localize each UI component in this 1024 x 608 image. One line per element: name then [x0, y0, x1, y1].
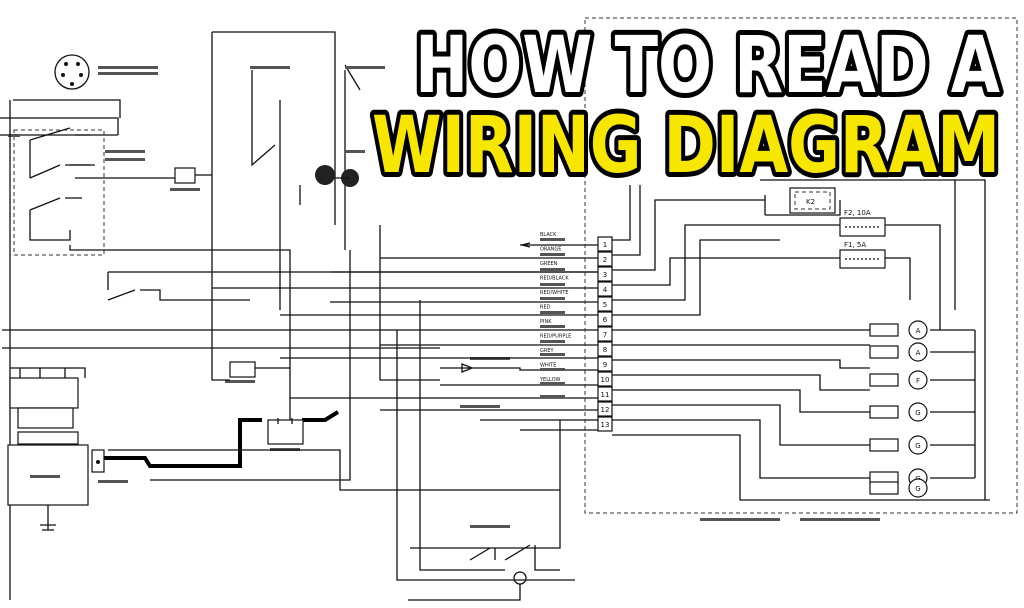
- terminal-number: 7: [603, 331, 607, 339]
- indicator-lamp: [908, 342, 928, 362]
- terminal-number: 13: [601, 421, 610, 429]
- engine-block: [7, 367, 128, 531]
- indicator-lamp: [908, 478, 928, 498]
- ignition-switch: [54, 54, 158, 90]
- lamps: [299, 150, 365, 205]
- indicator-letter: A: [916, 327, 921, 335]
- terminal-number: 12: [601, 406, 610, 414]
- terminal-box: [597, 296, 613, 312]
- terminal-number: 3: [603, 271, 607, 279]
- wire-color-label: ORANGE: [540, 247, 561, 253]
- indicator-lamp: [908, 320, 928, 340]
- wire-color-label: RED/PURPLE: [540, 334, 571, 340]
- ignition-switch-contacts: [0, 117, 175, 256]
- terminal-number: 1: [603, 241, 607, 249]
- indicator-letter: G: [915, 409, 920, 417]
- terminal-box: [597, 401, 613, 417]
- indicator-lamp: [908, 402, 928, 422]
- terminal-number: 2: [603, 256, 607, 264]
- indicator-lamps: AAFGGGG: [869, 320, 928, 498]
- terminal-number: 6: [603, 316, 608, 324]
- wire-color-label: GREEN: [540, 261, 558, 267]
- headline-line2: WIRING DIAGRAM: [372, 101, 1000, 191]
- terminal-number: 11: [601, 391, 610, 399]
- harness-wires: [212, 242, 600, 411]
- terminal-box: [597, 386, 613, 402]
- relay-k2: K2: [789, 187, 836, 214]
- terminal-box: [597, 341, 613, 357]
- wire-color-labels: BLACK ORANGE GREEN RED/BLACK RED/WHITE RED PIN…: [539, 232, 571, 383]
- terminal-number: 9: [603, 361, 607, 369]
- terminal-box: [597, 236, 613, 252]
- indicator-socket: [869, 405, 899, 419]
- fuse-f1-label: F1, 5A: [844, 241, 866, 249]
- terminal-box: [597, 371, 613, 387]
- fuse-battery: [211, 345, 290, 383]
- indicator-lamp: [908, 435, 928, 455]
- indicator-letter: A: [916, 349, 921, 357]
- terminal-box: [597, 326, 613, 342]
- indicator-socket: [869, 481, 899, 495]
- wire-color-label: GREY: [540, 348, 555, 354]
- indicator-letter: G: [915, 442, 920, 450]
- wire-color-label: RED/WHITE: [540, 290, 569, 296]
- wire-color-label: WHITE: [540, 363, 556, 369]
- battery: [267, 418, 304, 451]
- headline: HOW TO READ A WIRING DIAGRAM: [367, 16, 1005, 196]
- terminal-number: 8: [603, 346, 607, 354]
- wire-color-label: RED: [540, 305, 551, 311]
- indicator-letter: F: [916, 377, 920, 385]
- indicator-socket: [869, 345, 899, 359]
- wire-color-label: RED/BLACK: [540, 276, 569, 282]
- indicator-socket: [869, 438, 899, 452]
- fuse-f2-label: F2, 10A: [844, 209, 871, 217]
- fuse-f1: F1, 5A: [839, 241, 886, 269]
- terminal-number: 5: [603, 301, 607, 309]
- terminal-box: [597, 416, 613, 432]
- terminal-number: 10: [601, 376, 610, 384]
- indicator-lamp: [908, 370, 928, 390]
- fuse-f2: F2, 10A: [839, 209, 886, 237]
- module-wires: [612, 179, 990, 501]
- terminal-number: 4: [603, 286, 608, 294]
- fuse-left: [170, 167, 212, 191]
- wire-color-label: BLACK: [540, 232, 557, 238]
- terminal-box: [597, 311, 613, 327]
- module-outline: [584, 17, 1018, 514]
- indicator-socket: [869, 323, 899, 337]
- terminal-box: [597, 251, 613, 267]
- terminal-box: [597, 266, 613, 282]
- wire-label-tags: [540, 238, 565, 398]
- headline-line1: HOW TO READ A: [415, 21, 1000, 111]
- indicator-socket: [869, 373, 899, 387]
- terminal-box: [597, 356, 613, 372]
- indicator-letter: G: [915, 485, 920, 493]
- wire-color-label: PINK: [540, 319, 552, 325]
- wire-color-label: YELLOW: [539, 377, 561, 383]
- relay-label: K2: [806, 198, 815, 206]
- terminal-box: [597, 281, 613, 297]
